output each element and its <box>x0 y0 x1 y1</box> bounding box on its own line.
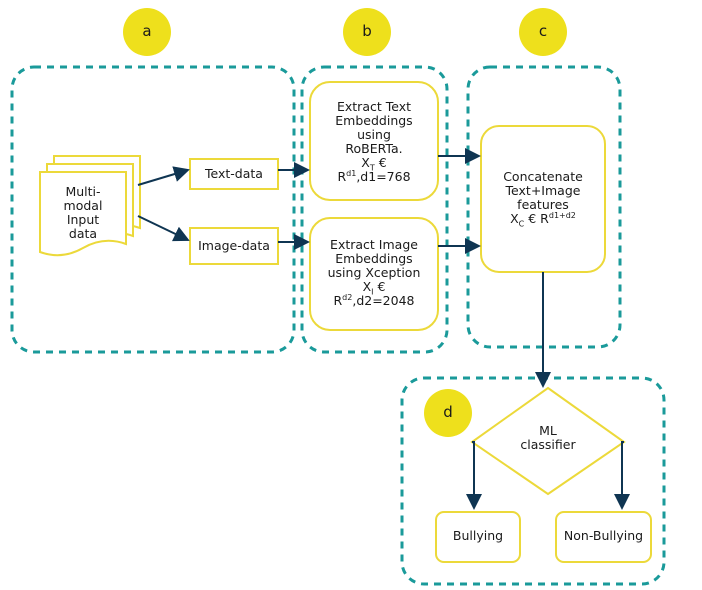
step-circle-d <box>424 389 472 437</box>
step-circle-b <box>343 8 391 56</box>
region-b <box>300 65 449 354</box>
arrow-classifier-to-non-bullying <box>614 441 630 510</box>
non-bullying-label: Non-Bullying <box>563 528 644 543</box>
region-d <box>400 376 666 586</box>
non-bullying-box <box>555 511 652 563</box>
image-embedding-box <box>309 217 439 331</box>
text-data-label: Text-data <box>205 166 263 181</box>
text-embedding-box <box>309 81 439 201</box>
text-embedding-label: Extract Text Embeddings using RoBERTa. X… <box>335 99 413 184</box>
step-label-a: a <box>142 22 152 40</box>
arrow-input-to-text <box>137 166 190 186</box>
region-c <box>466 65 622 349</box>
text-data-box <box>189 158 279 190</box>
classifier-label: ML classifier <box>520 423 576 452</box>
step-label-d: d <box>443 403 453 421</box>
step-label-b: b <box>362 22 372 40</box>
region-a <box>10 65 296 354</box>
document-stack-icon <box>39 155 141 257</box>
step-circle-c <box>519 8 567 56</box>
image-data-box <box>189 227 279 265</box>
step-label-c: c <box>538 22 548 40</box>
arrow-classifier-to-bullying <box>466 441 482 510</box>
input-label: Multi- modal Input data <box>63 184 103 241</box>
concatenate-label: Concatenate Text+Image features XC € Rd1… <box>503 169 583 229</box>
image-data-label: Image-data <box>198 238 270 253</box>
bullying-label: Bullying <box>452 528 504 543</box>
image-embedding-label: Extract Image Embeddings using Xception … <box>327 237 421 308</box>
arrow-input-to-image <box>137 215 190 242</box>
classifier-diamond <box>470 386 626 496</box>
bullying-box <box>435 511 521 563</box>
step-circle-a <box>123 8 171 56</box>
